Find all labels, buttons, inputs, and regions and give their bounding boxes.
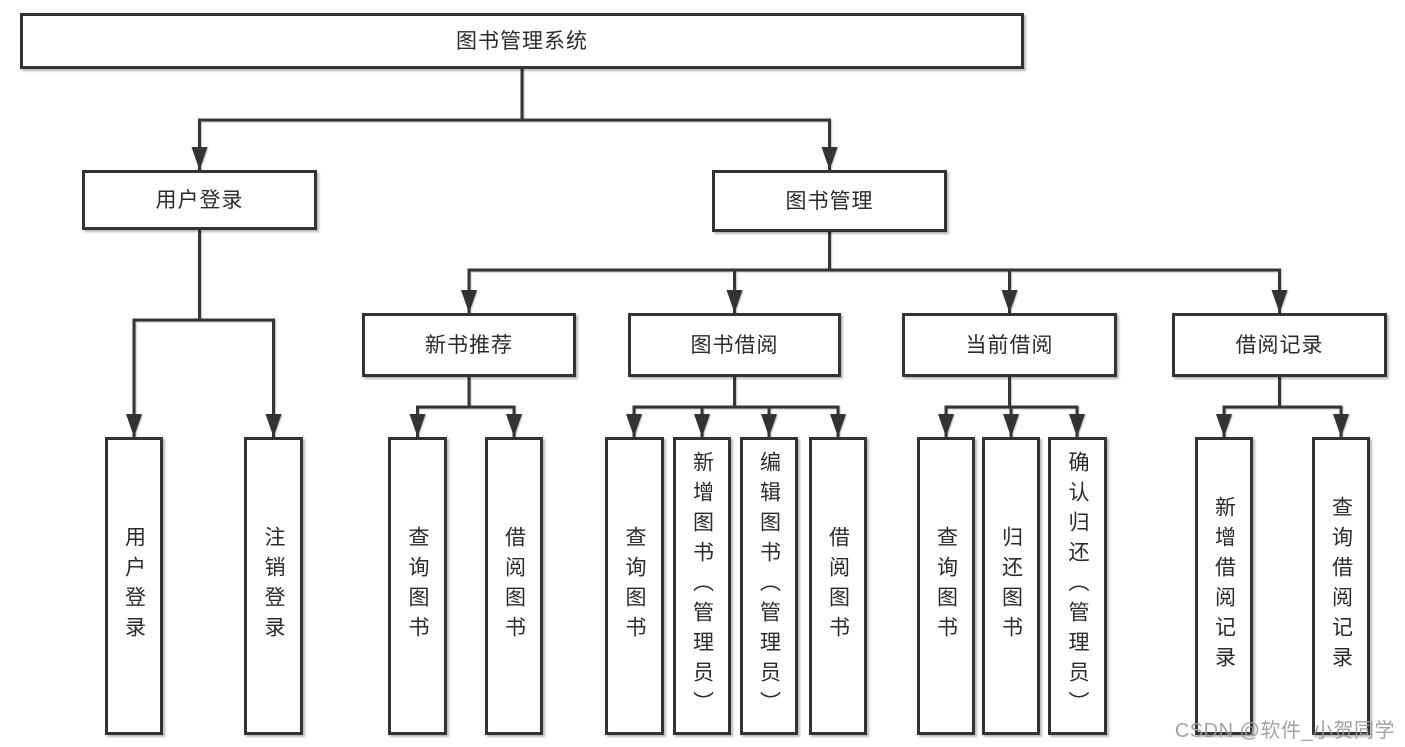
current-borrow-children-connector bbox=[938, 377, 1085, 437]
leaf-newbook-borrow-book: 借阅图书 bbox=[485, 437, 543, 735]
new-book-children-connector bbox=[409, 377, 522, 437]
leaf-borrowrecord-add-record: 新增借阅记录 bbox=[1195, 437, 1253, 735]
leaf-currentborrow-query-book: 查询图书 bbox=[917, 437, 975, 735]
leaf-borrowrecord-query-record: 查询借阅记录 bbox=[1312, 437, 1370, 735]
leaf-bookborrow-borrow-book: 借阅图书 bbox=[809, 437, 867, 735]
leaf-logout: 注销登录 bbox=[244, 437, 303, 735]
node-root: 图书管理系统 bbox=[20, 13, 1024, 69]
leaf-currentborrow-confirm-return: 确认归还（管理员） bbox=[1048, 437, 1107, 735]
leaf-user-login: 用户登录 bbox=[105, 437, 163, 735]
csdn-watermark: CSDN @软件_小贺同学 bbox=[1174, 720, 1395, 742]
node-new-book: 新书推荐 bbox=[362, 313, 576, 377]
leaf-bookborrow-add-book: 新增图书（管理员） bbox=[673, 437, 731, 735]
node-borrow-record: 借阅记录 bbox=[1172, 313, 1387, 377]
node-user-login: 用户登录 bbox=[82, 170, 317, 230]
leaf-bookborrow-edit-book: 编辑图书（管理员） bbox=[740, 437, 798, 735]
user-login-children-connector bbox=[126, 230, 282, 437]
book-borrow-children-connector bbox=[626, 377, 846, 437]
leaf-bookborrow-query-book: 查询图书 bbox=[605, 437, 664, 735]
book-mgmt-children-connector bbox=[461, 230, 1288, 313]
node-current-borrow: 当前借阅 bbox=[902, 313, 1117, 377]
borrow-record-children-connector bbox=[1216, 377, 1349, 437]
node-book-borrow: 图书借阅 bbox=[628, 313, 841, 377]
leaf-currentborrow-return-book: 归还图书 bbox=[982, 437, 1040, 735]
node-book-mgmt: 图书管理 bbox=[712, 170, 947, 232]
root-to-level2-connector bbox=[191, 69, 838, 170]
leaf-newbook-query-book: 查询图书 bbox=[388, 437, 447, 735]
